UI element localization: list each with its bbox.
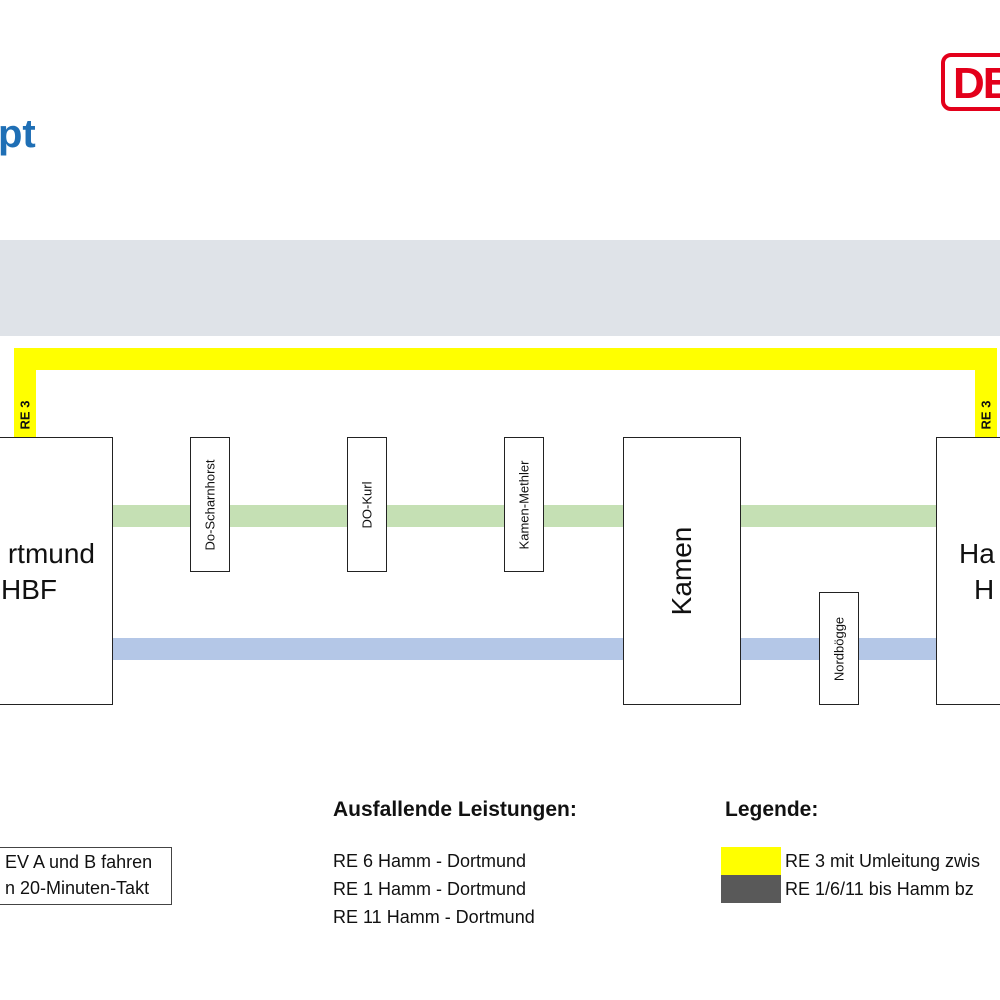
db-logo: DB <box>941 53 1000 111</box>
sev-note-box: EV A und B fahren n 20-Minuten-Takt <box>0 847 172 905</box>
ausfallend-item: RE 1 Hamm - Dortmund <box>333 879 527 899</box>
db-logo-text: DB <box>953 59 1000 108</box>
legend-swatch-grey <box>721 875 781 903</box>
ausfallend-item: RE 6 Hamm - Dortmund <box>333 851 527 871</box>
station-dortmund-hbf: rtmund HBF <box>0 437 113 705</box>
station-dortmund-line1: rtmund <box>7 538 95 569</box>
legend-item-text: RE 1/6/11 bis Hamm bz <box>785 879 974 899</box>
blue-line-dortmund-kamen <box>110 638 625 660</box>
legende-heading: Legende: <box>725 798 819 821</box>
ausfallend-heading: Ausfallende Leistungen: <box>333 798 577 821</box>
station-nordboegge: Nordbögge <box>819 592 859 705</box>
station-hamm-line1: Ha <box>959 538 995 569</box>
re3-label-left: RE 3 <box>14 392 36 438</box>
sev-note-line2: n 20-Minuten-Takt <box>5 878 150 898</box>
station-do-kurl: DO-Kurl <box>347 437 387 572</box>
station-hamm-line2: H <box>974 574 995 605</box>
re3-route-top <box>14 348 996 370</box>
station-hamm-hbf: Ha H <box>936 437 1000 705</box>
sev-note-line1: EV A und B fahren <box>5 852 153 872</box>
green-line-kamen-hamm <box>739 505 939 527</box>
grey-header-band <box>0 240 1000 336</box>
ausfallend-item: RE 11 Hamm - Dortmund <box>333 907 535 927</box>
station-dortmund-line2: HBF <box>1 574 57 605</box>
station-kamen: Kamen <box>623 437 741 705</box>
station-do-scharnhorst: Do-Scharnhorst <box>190 437 230 572</box>
re3-label-right: RE 3 <box>975 392 997 438</box>
legend-swatch-yellow <box>721 847 781 875</box>
station-kamen-methler: Kamen-Methler <box>504 437 544 572</box>
legend-item-text: RE 3 mit Umleitung zwis <box>785 851 981 871</box>
page-title: pt <box>0 112 36 156</box>
